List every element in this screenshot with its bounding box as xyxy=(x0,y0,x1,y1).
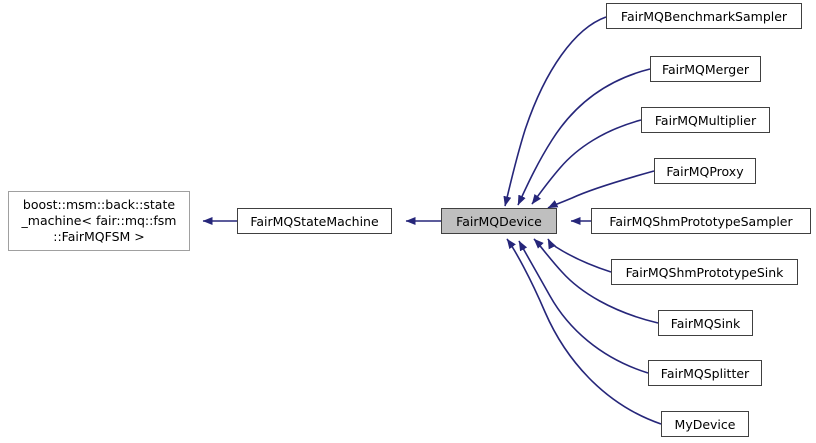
node-fairmq-shm-prototype-sampler[interactable]: FairMQShmPrototypeSampler xyxy=(591,208,811,234)
node-fairmq-sink[interactable]: FairMQSink xyxy=(658,310,753,336)
edge-benchmark-sampler-to-device xyxy=(503,16,607,207)
node-fairmq-merger[interactable]: FairMQMerger xyxy=(650,56,761,82)
node-label: FairMQShmPrototypeSink xyxy=(625,264,784,280)
edge-sink-to-device xyxy=(533,238,659,324)
node-label: boost::msm::back::state _machine< fair::… xyxy=(21,197,177,244)
node-label: MyDevice xyxy=(674,416,736,432)
node-fairmq-multiplier[interactable]: FairMQMultiplier xyxy=(641,107,770,133)
node-label: FairMQProxy xyxy=(666,163,744,179)
node-label: FairMQStateMachine xyxy=(250,213,379,229)
node-label: FairMQMultiplier xyxy=(654,112,757,128)
edge-proxy-to-device xyxy=(547,170,655,209)
node-fairmq-splitter[interactable]: FairMQSplitter xyxy=(648,360,762,386)
node-fairmq-shm-prototype-sink[interactable]: FairMQShmPrototypeSink xyxy=(611,259,798,285)
node-fairmq-proxy[interactable]: FairMQProxy xyxy=(654,158,756,184)
node-boost-state-machine[interactable]: boost::msm::back::state _machine< fair::… xyxy=(8,191,190,251)
node-fairmq-state-machine[interactable]: FairMQStateMachine xyxy=(237,208,392,234)
node-label: FairMQShmPrototypeSampler xyxy=(609,213,793,229)
node-my-device[interactable]: MyDevice xyxy=(661,411,749,437)
node-label: FairMQSplitter xyxy=(660,365,750,381)
node-label: FairMQMerger xyxy=(661,61,750,77)
edge-merger-to-device xyxy=(517,68,651,206)
node-fairmq-device[interactable]: FairMQDevice xyxy=(441,208,557,234)
node-fairmq-benchmark-sampler[interactable]: FairMQBenchmarkSampler xyxy=(606,3,802,29)
edge-mydevice-to-device xyxy=(506,238,662,425)
edge-splitter-to-device xyxy=(518,240,649,374)
node-label: FairMQBenchmarkSampler xyxy=(620,8,788,24)
edge-shm-prototype-sink-to-device xyxy=(547,238,612,273)
node-label: FairMQSink xyxy=(670,315,741,331)
node-label: FairMQDevice xyxy=(456,213,542,229)
edge-multiplier-to-device xyxy=(531,119,642,205)
